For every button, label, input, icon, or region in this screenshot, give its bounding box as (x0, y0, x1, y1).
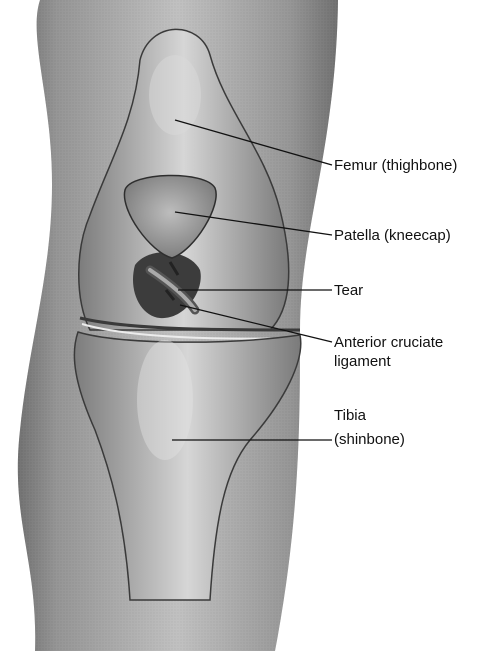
label-tibia-line2: (shinbone) (334, 431, 405, 448)
label-femur: Femur (thighbone) (334, 157, 457, 174)
label-tibia-line1: Tibia (334, 407, 367, 424)
label-acl-line1: Anterior cruciate (334, 334, 443, 351)
labels: Femur (thighbone) Patella (kneecap) Tear… (334, 157, 457, 448)
label-patella: Patella (kneecap) (334, 227, 451, 244)
label-acl-line2: ligament (334, 353, 392, 370)
label-tear: Tear (334, 282, 363, 299)
